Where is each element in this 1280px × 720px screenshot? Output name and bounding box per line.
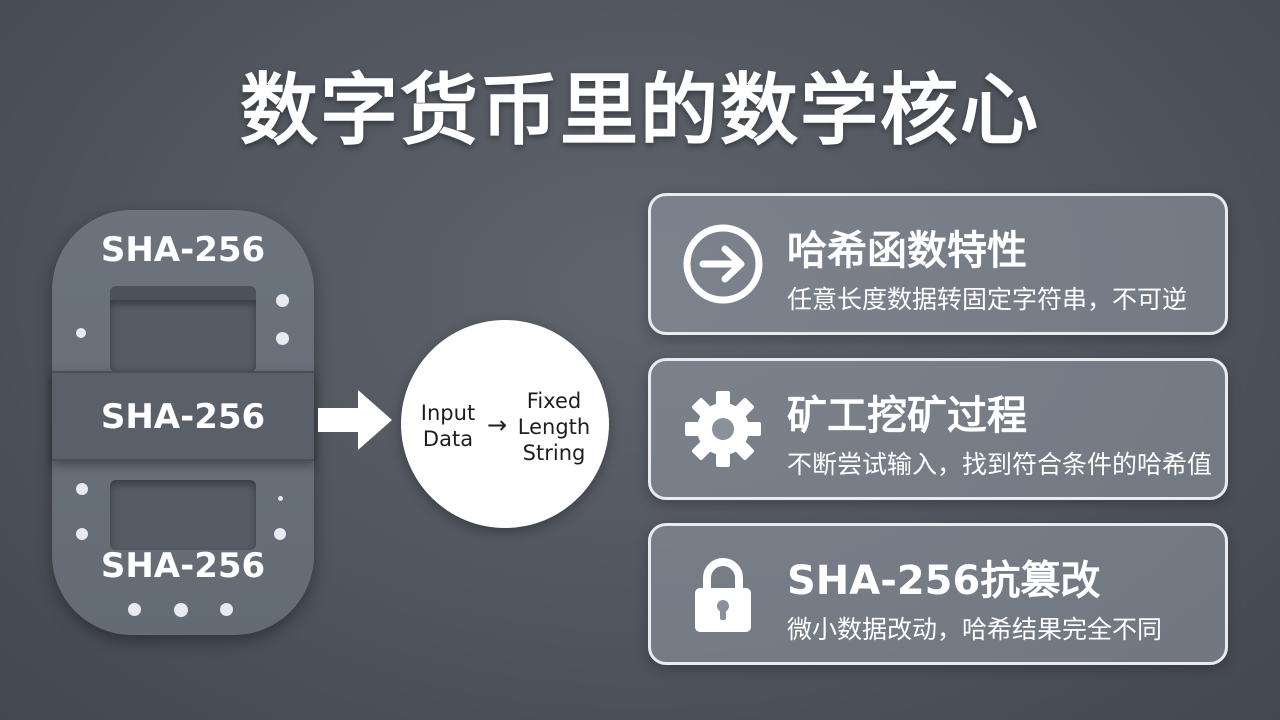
rivet-dot [274,528,286,540]
transform-arrow: → [486,411,508,439]
rivet-dot [128,603,141,616]
card-title: 哈希函数特性 [787,228,1027,274]
rivet-dot [276,332,289,345]
arrow-right-icon [318,390,392,450]
block-window-bottom [110,480,256,550]
card-tamper-resistance: SHA-256抗篡改 微小数据改动，哈希结果完全不同 [648,523,1228,665]
card-description: 不断尝试输入，找到符合条件的哈希值 [787,450,1213,479]
rivet-dot [76,483,88,495]
output-label-line3: String [522,441,586,465]
card-title: SHA-256抗篡改 [787,558,1101,604]
card-description: 微小数据改动，哈希结果完全不同 [787,615,1163,644]
sha256-label-bottom: SHA-256 [100,546,266,586]
sha256-middle-band: SHA-256 [52,371,314,461]
page-title: 数字货币里的数学核心 [239,66,1040,156]
rivet-dot [174,603,188,617]
input-label-line2: Data [422,427,474,451]
block-window-top [110,286,256,372]
input-label-line1: Input [420,401,476,425]
rivet-dot [76,528,88,540]
sha256-label-top: SHA-256 [100,230,266,270]
rivet-dot [76,328,86,338]
output-label-line1: Fixed [526,389,582,413]
card-hash-properties: 哈希函数特性 任意长度数据转固定字符串，不可逆 [648,193,1228,335]
card-mining-process: 矿工挖矿过程 不断尝试输入，找到符合条件的哈希值 [648,358,1228,500]
rivet-dot [278,496,283,501]
output-label-line2: Length [517,415,591,439]
rivet-dot [276,294,289,307]
arrow-right-circle-icon [683,224,763,304]
lock-icon [695,558,751,632]
gear-icon [685,391,761,467]
hash-function-circle: Input Data → Fixed Length String [401,320,609,528]
card-title: 矿工挖矿过程 [787,393,1027,439]
rivet-dot [220,603,233,616]
card-description: 任意长度数据转固定字符串，不可逆 [787,285,1188,314]
sha256-label-middle: SHA-256 [100,397,266,437]
